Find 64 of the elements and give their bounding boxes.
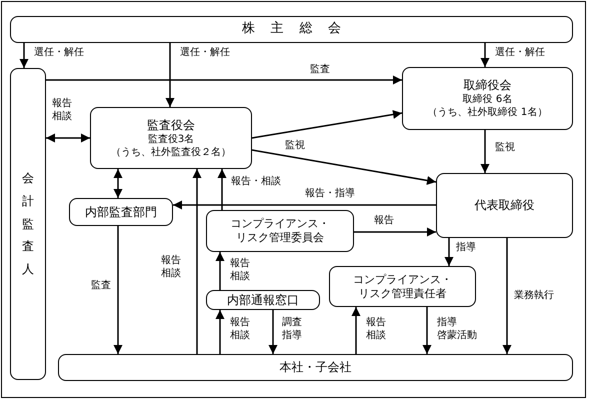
rounded-box	[10, 68, 46, 380]
node-title: コンプライアンス・リスク管理責任者	[352, 272, 453, 300]
arrow	[352, 307, 360, 354]
edge-label: 報告相談	[366, 317, 386, 342]
rounded-box	[329, 266, 476, 307]
node-detail: （うち、社外取締役 1名）	[428, 106, 548, 119]
node-detail: （うち、社外監査役２名）	[111, 146, 231, 158]
node-detail: 取締役 6名	[462, 93, 512, 106]
arrow	[114, 226, 122, 354]
edge-label: 報告	[374, 215, 394, 228]
edge-label: 指導啓蒙活動	[437, 317, 477, 342]
arrow	[268, 310, 278, 354]
rounded-box	[90, 107, 252, 169]
node-title: 会計監査人	[22, 170, 34, 278]
arrow	[46, 76, 402, 84]
edge-label: 報告・相談	[231, 176, 281, 188]
node-detail: 監査役3名	[148, 132, 194, 146]
arrow	[502, 238, 512, 354]
rounded-box	[69, 198, 173, 226]
arrow	[216, 310, 224, 354]
edge-label: 選任・解任	[34, 47, 84, 60]
edge-label: 報告・指導	[305, 188, 355, 200]
arrow	[173, 200, 436, 210]
arrow	[218, 169, 226, 210]
edge-label: 監視	[285, 140, 305, 152]
rounded-box	[58, 354, 573, 381]
edge-label: 業務執行	[514, 290, 554, 302]
arrow	[46, 134, 90, 142]
node-title: 監査役会	[147, 118, 195, 132]
arrow	[252, 149, 436, 185]
arrow	[252, 110, 402, 139]
edge-label: 選任・解任	[495, 47, 545, 60]
arrow	[354, 228, 436, 236]
arrow	[192, 169, 202, 354]
edge-label: 報告相談	[230, 317, 250, 342]
arrow	[422, 307, 432, 354]
arrow	[114, 169, 122, 198]
edge-label: 指導	[456, 242, 476, 254]
rounded-box	[402, 67, 573, 130]
rounded-box	[436, 173, 573, 238]
arrow	[166, 43, 174, 107]
edge-label: 報告相談	[161, 255, 181, 280]
node-title: 株主総会	[241, 21, 356, 38]
node-title: コンプライアンス・リスク管理委員会	[230, 217, 330, 245]
edge-label: 監査	[310, 64, 330, 76]
node-title: 本社・子会社	[280, 360, 352, 375]
edge-label: 報告相談	[230, 258, 250, 283]
edge-label: 調査指導	[282, 317, 302, 342]
node-title: 代表取締役	[474, 198, 534, 213]
arrow	[444, 238, 454, 266]
arrow	[480, 43, 490, 67]
arrow	[480, 130, 490, 173]
edge-label: 監査	[91, 280, 111, 292]
edge-label: 報告相談	[52, 98, 72, 123]
rounded-box	[206, 210, 354, 252]
rounded-box	[206, 290, 320, 310]
arrow	[216, 252, 224, 290]
arrow	[20, 43, 28, 68]
node-title: 内部通報窓口	[227, 292, 299, 308]
edge-label: 選任・解任	[180, 47, 230, 60]
node-title: 取締役会	[464, 78, 512, 93]
edge-label: 監視	[495, 142, 515, 154]
rounded-box	[10, 16, 573, 43]
node-title: 内部監査部門	[85, 204, 157, 220]
